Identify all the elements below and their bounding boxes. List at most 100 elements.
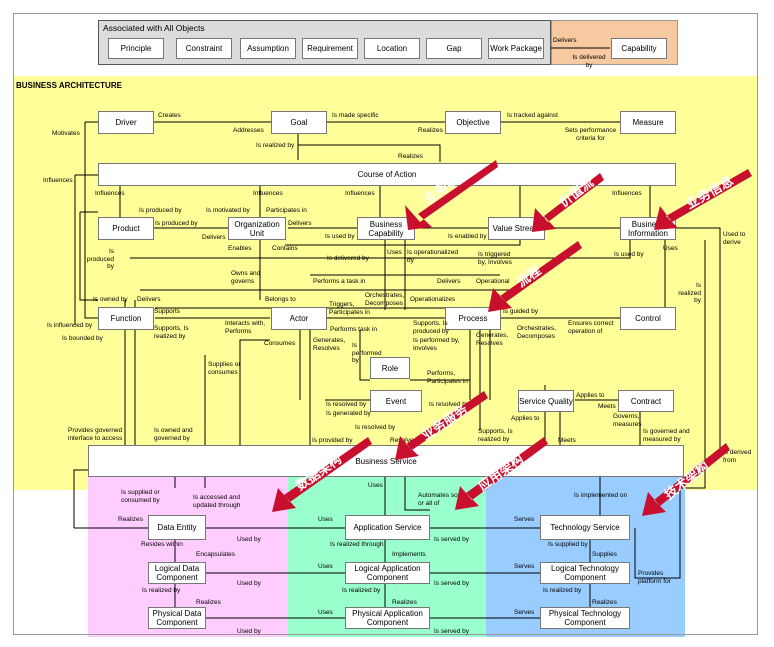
location-node[interactable]: Location	[364, 38, 420, 59]
arrow-technology	[642, 443, 730, 516]
rel-label: Is generated by	[326, 410, 371, 417]
control-node[interactable]: Control	[620, 307, 676, 330]
rel-label: Is resolved by	[429, 401, 470, 408]
rel-label: Realizes	[392, 599, 417, 606]
rel-label: Is performed by	[352, 342, 382, 364]
rel-label: Is performed by, Involves	[413, 337, 460, 352]
contract-node[interactable]: Contract	[618, 390, 674, 412]
rel-label: Generates, Resolves	[476, 332, 509, 347]
rel-label: Is bounded by	[62, 335, 103, 342]
objective-node[interactable]: Objective	[445, 111, 501, 134]
logical-technology-component-node[interactable]: Logical Technology Component	[540, 562, 630, 584]
arrow-application	[455, 437, 548, 510]
rel-label: Uses	[663, 245, 678, 252]
rel-label: Is used by	[614, 251, 644, 258]
rel-label: Uses	[318, 516, 333, 523]
rel-label: Performs, Participates in	[427, 370, 468, 385]
technology-service-node[interactable]: Technology Service	[540, 515, 630, 540]
data-entity-node[interactable]: Data Entity	[148, 515, 206, 540]
rel-label: Applies to	[576, 392, 605, 399]
rel-label: Supports	[154, 308, 181, 315]
rel-label: Is served by	[434, 536, 470, 543]
goal-node[interactable]: Goal	[271, 111, 327, 134]
rel-label: Is derived from	[723, 449, 752, 464]
actor-node[interactable]: Actor	[271, 307, 327, 330]
logical-data-component-node[interactable]: Logical Data Component	[148, 562, 206, 584]
rel-label: Contains	[272, 245, 298, 252]
driver-node[interactable]: Driver	[98, 111, 154, 134]
role-node[interactable]: Role	[370, 357, 410, 379]
rel-label: Motivates	[52, 130, 80, 137]
rel-label: Enables	[228, 245, 252, 252]
rel-label: Operational	[476, 278, 510, 285]
course-of-action-node[interactable]: Course of Action	[98, 163, 676, 186]
requirement-node[interactable]: Requirement	[302, 38, 358, 59]
business-service-node[interactable]: Business Service	[88, 445, 684, 477]
rel-label: Is produced by	[139, 207, 182, 214]
rel-label: Influences	[612, 190, 642, 197]
rel-label: Influences	[43, 177, 73, 184]
function-node[interactable]: Function	[98, 307, 154, 330]
rel-label: Realizes	[196, 599, 221, 606]
rel-label: Is realized by	[142, 587, 181, 594]
rel-label: Performs a task in	[313, 278, 366, 285]
rel-label: Realizes	[592, 599, 617, 606]
rel-label: Is governed and measured by	[643, 428, 690, 443]
application-service-node[interactable]: Application Service	[345, 515, 430, 540]
rel-label: Realizes	[118, 516, 143, 523]
physical-application-component-node[interactable]: Physical Application Component	[345, 607, 430, 629]
rel-label: Resides within	[141, 541, 183, 548]
rel-label: Delivers	[437, 278, 461, 285]
rel-label: Realizes	[418, 127, 443, 134]
rel-label: Belongs to	[265, 296, 296, 303]
rel-label: Is realized by	[543, 587, 582, 594]
rel-label: Is resolved by	[355, 424, 396, 431]
assumption-node[interactable]: Assumption	[240, 38, 296, 59]
rel-label: Owns and governs	[231, 270, 261, 285]
rel-label: Is owned and governed by	[154, 427, 193, 442]
rel-label: Supplies	[592, 551, 617, 558]
rel-label: Is implemented on	[574, 492, 628, 499]
rel-label: Triggers, Participates in	[329, 301, 370, 316]
product-node[interactable]: Product	[98, 217, 154, 240]
measure-node[interactable]: Measure	[620, 111, 676, 134]
rel-label: Supports, Is produced by	[413, 320, 449, 335]
rel-label: Is influenced by	[47, 322, 93, 329]
rel-label: Is operationalized by	[407, 249, 458, 264]
rel-label: Is produced by	[155, 220, 198, 227]
rel-label: Addresses	[233, 127, 264, 134]
organization-unit-node[interactable]: Organization Unit	[228, 217, 286, 240]
delivers-label: Delivers	[553, 37, 577, 44]
service-quality-node[interactable]: Service Quality	[518, 390, 574, 412]
rel-label: Delivers	[288, 220, 312, 227]
rel-label: Is accessed and updated through	[193, 494, 241, 509]
rel-label: Encapsulates	[196, 551, 236, 558]
rel-label: Consumes	[264, 340, 296, 347]
constraint-node[interactable]: Constraint	[176, 38, 232, 59]
rel-label: Uses	[387, 249, 402, 256]
rel-label: Orchestrates, Decomposes	[517, 325, 557, 340]
principle-node[interactable]: Principle	[108, 38, 164, 59]
rel-label: Orchestrates, Decomposes	[365, 292, 405, 307]
arrow-data	[272, 437, 372, 512]
rel-label: Influences	[345, 190, 375, 197]
work-package-node[interactable]: Work Package	[488, 38, 544, 59]
business-architecture-title: BUSINESS ARCHITECTURE	[16, 81, 122, 90]
physical-technology-component-node[interactable]: Physical Technology Component	[540, 607, 630, 629]
physical-data-component-node[interactable]: Physical Data Component	[148, 607, 206, 629]
rel-label: Provides governed interface to access	[68, 427, 123, 442]
arrow-process	[488, 241, 582, 312]
rel-label: Ensures correct operation of	[568, 320, 614, 335]
rel-label: Is triggered by, Involves	[478, 251, 512, 266]
capability-node[interactable]: Capability	[611, 38, 667, 59]
value-stream-node[interactable]: Value Stream	[488, 217, 545, 240]
rel-label: Is realized by	[342, 587, 381, 594]
rel-label: Supports, Is realized by	[154, 325, 189, 340]
logical-application-component-node[interactable]: Logical Application Component	[345, 562, 430, 584]
process-node[interactable]: Process	[445, 307, 501, 330]
rel-label: Participates in	[266, 207, 307, 214]
event-node[interactable]: Event	[370, 390, 422, 412]
rel-label: Used to derive	[723, 231, 746, 246]
gap-node[interactable]: Gap	[426, 38, 482, 59]
